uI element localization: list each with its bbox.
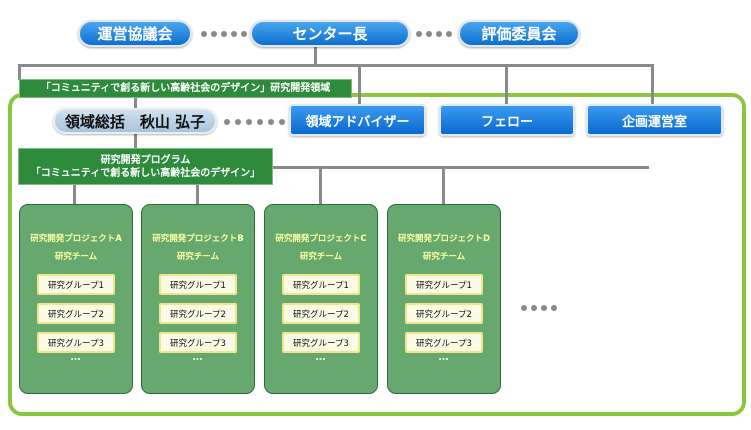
research-group-3: 研究グループ3 xyxy=(282,332,360,353)
connector-line xyxy=(18,64,21,80)
research-program-label: 研究開発プログラム 「コミュニティで創る新しい高齢社会のデザイン」 xyxy=(18,148,273,185)
area-supervisor-node: 領域総括 秋山 弘子 xyxy=(53,108,217,134)
director-node: センター長 xyxy=(250,20,410,47)
more-groups-ellipsis: … xyxy=(70,352,82,363)
research-group-2: 研究グループ2 xyxy=(159,303,237,324)
connector-line xyxy=(651,64,654,104)
fellow-node: フェロー xyxy=(439,104,575,136)
project-box-c: 研究開発プロジェクトC 研究チーム 研究グループ1 研究グループ2 研究グループ… xyxy=(264,204,378,394)
connector-line xyxy=(358,64,361,104)
evaluation-committee-node: 評価委員会 xyxy=(458,20,580,47)
research-group-3: 研究グループ3 xyxy=(159,332,237,353)
research-group-3: 研究グループ3 xyxy=(405,332,483,353)
research-group-1: 研究グループ1 xyxy=(37,274,115,295)
council-node: 運営協議会 xyxy=(78,20,192,47)
project-box-b: 研究開発プロジェクトB 研究チーム 研究グループ1 研究グループ2 研究グループ… xyxy=(141,204,255,394)
connector-line xyxy=(73,185,76,204)
research-group-2: 研究グループ2 xyxy=(405,303,483,324)
more-groups-ellipsis: … xyxy=(438,352,450,363)
dotted-connector xyxy=(416,31,452,37)
project-box-a: 研究開発プロジェクトA 研究チーム 研究グループ1 研究グループ2 研究グループ… xyxy=(19,204,133,394)
project-team: 研究チーム xyxy=(54,252,98,262)
research-group-3: 研究グループ3 xyxy=(37,332,115,353)
connector-line xyxy=(273,166,649,169)
connector-line xyxy=(442,166,445,204)
planning-office-node: 企画運営室 xyxy=(586,104,723,136)
research-area-label: 「コミュニティで創る新しい高齢社会のデザイン」研究開発領域 xyxy=(19,79,352,98)
connector-line xyxy=(134,98,137,108)
more-groups-ellipsis: … xyxy=(192,352,204,363)
connector-line xyxy=(314,45,317,65)
project-title: 研究開発プロジェクトC xyxy=(275,234,367,244)
project-team: 研究チーム xyxy=(299,252,343,262)
program-line-1: 研究開発プログラム xyxy=(100,154,191,166)
project-title: 研究開発プロジェクトA xyxy=(30,234,122,244)
project-title: 研究開発プロジェクトD xyxy=(397,234,491,244)
connector-line xyxy=(196,185,199,204)
program-line-2: 「コミュニティで創る新しい高齢社会のデザイン」 xyxy=(30,167,261,179)
dotted-connector xyxy=(201,31,247,37)
research-group-1: 研究グループ1 xyxy=(282,274,360,295)
project-title: 研究開発プロジェクトB xyxy=(152,234,244,244)
connector-line xyxy=(134,133,137,149)
area-advisor-node: 領域アドバイザー xyxy=(289,104,426,136)
more-projects-dots xyxy=(521,305,557,311)
connector-line xyxy=(505,64,508,104)
connector-line xyxy=(319,166,322,204)
project-box-d: 研究開発プロジェクトD 研究チーム 研究グループ1 研究グループ2 研究グループ… xyxy=(387,204,501,394)
dotted-connector xyxy=(224,119,296,125)
connector-line xyxy=(18,64,654,67)
more-groups-ellipsis: … xyxy=(315,352,327,363)
research-group-2: 研究グループ2 xyxy=(282,303,360,324)
research-group-2: 研究グループ2 xyxy=(37,303,115,324)
project-team: 研究チーム xyxy=(422,252,466,262)
research-group-1: 研究グループ1 xyxy=(159,274,237,295)
project-team: 研究チーム xyxy=(176,252,220,262)
research-group-1: 研究グループ1 xyxy=(405,274,483,295)
